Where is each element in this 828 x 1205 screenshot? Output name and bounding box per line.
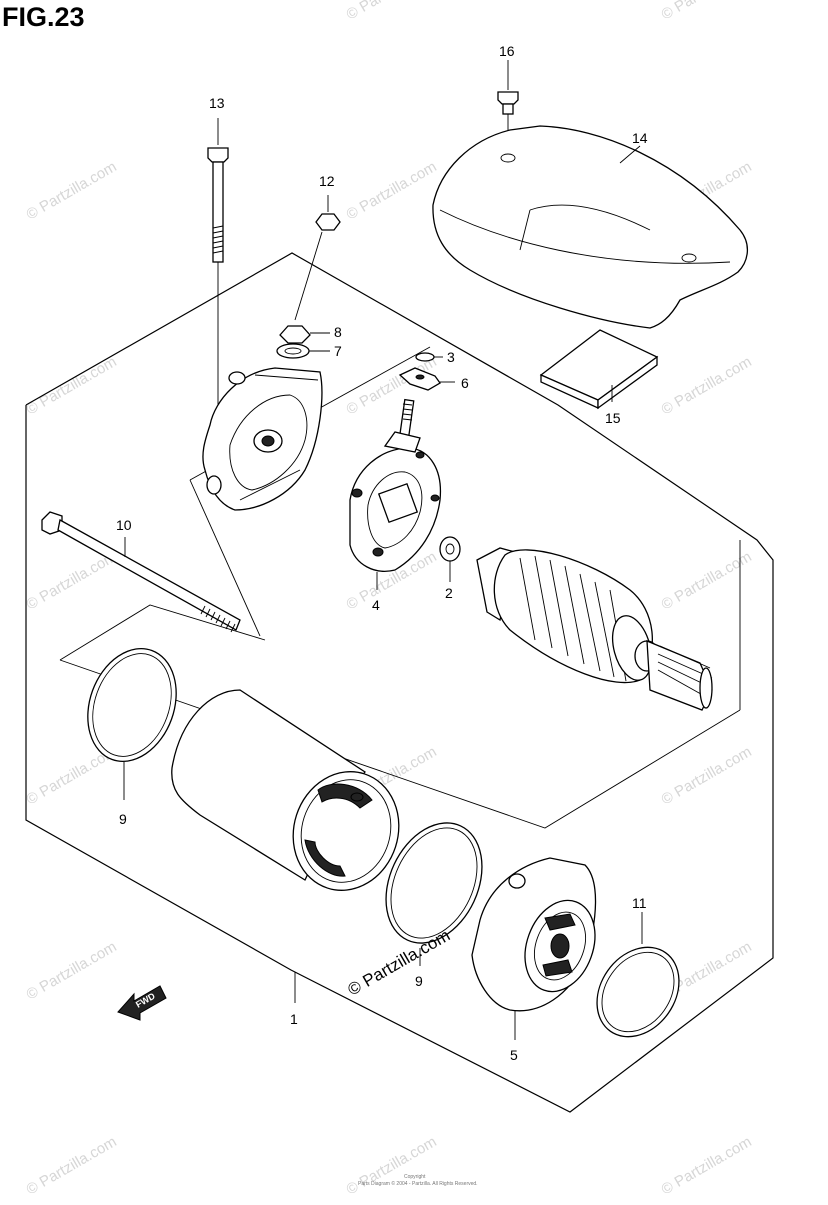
watermark: © Partzilla.com bbox=[24, 158, 120, 223]
callout-7: 7 bbox=[334, 343, 342, 359]
figure-title: FIG.23 bbox=[2, 2, 85, 32]
watermark: © Partzilla.com bbox=[24, 548, 120, 613]
callout-16: 16 bbox=[499, 43, 515, 59]
part-12-nut[interactable] bbox=[294, 195, 341, 321]
part-4-brush-holder[interactable] bbox=[349, 398, 442, 590]
part-9-oring-left[interactable] bbox=[73, 636, 192, 800]
part-15-pad[interactable] bbox=[539, 329, 659, 410]
watermark: © Partzilla.com bbox=[659, 0, 755, 23]
callout-9-center: 9 bbox=[415, 973, 423, 989]
part-6-bracket[interactable] bbox=[398, 367, 455, 391]
part-13-bolt[interactable] bbox=[207, 118, 229, 420]
copyright-line-2: Parts Diagram © 2004 - Partzilla. All Ri… bbox=[358, 1180, 478, 1187]
yoke-housing[interactable] bbox=[171, 689, 414, 904]
callout-14: 14 bbox=[632, 130, 648, 146]
watermark: © Partzilla.com bbox=[24, 1133, 120, 1198]
callout-3: 3 bbox=[447, 349, 455, 365]
watermark: © Partzilla.com bbox=[344, 0, 440, 23]
forward-arrow-icon: FWD bbox=[117, 985, 167, 1021]
callout-11: 11 bbox=[632, 895, 647, 911]
watermark: © Partzilla.com bbox=[344, 158, 440, 223]
watermark: © Partzilla.com bbox=[659, 1133, 755, 1198]
watermark-prominent: © Partzilla.com bbox=[345, 926, 454, 1000]
callout-12: 12 bbox=[319, 173, 335, 189]
watermark: © Partzilla.com bbox=[24, 353, 120, 418]
part-8-nut[interactable] bbox=[279, 325, 330, 344]
callout-4: 4 bbox=[372, 597, 380, 613]
callout-10: 10 bbox=[116, 517, 132, 533]
part-7-washer[interactable] bbox=[276, 343, 330, 359]
part-11-oring[interactable] bbox=[580, 912, 696, 1053]
part-2-washer[interactable] bbox=[439, 536, 461, 582]
callout-labels: 1 2 3 4 5 6 7 8 9 9 10 11 12 13 14 15 16 bbox=[116, 43, 648, 1063]
armature[interactable] bbox=[476, 547, 713, 711]
copyright-line-1: Copyright bbox=[404, 1174, 426, 1180]
callout-15: 15 bbox=[605, 410, 621, 426]
watermark: © Partzilla.com bbox=[659, 353, 755, 418]
watermark: © Partzilla.com bbox=[659, 743, 755, 808]
part-3-oring[interactable] bbox=[415, 352, 443, 362]
callout-9-left: 9 bbox=[119, 811, 127, 827]
callout-5: 5 bbox=[510, 1047, 518, 1063]
callout-2: 2 bbox=[445, 585, 453, 601]
end-cover-housing[interactable] bbox=[202, 367, 323, 511]
part-10-bolt[interactable] bbox=[41, 511, 241, 633]
part-14-cover[interactable] bbox=[432, 125, 748, 329]
callout-6: 6 bbox=[461, 375, 469, 391]
copyright-footer: Copyright Parts Diagram © 2004 - Partzil… bbox=[358, 1174, 478, 1187]
part-5-front-cover[interactable] bbox=[471, 857, 607, 1040]
watermark: © Partzilla.com bbox=[344, 1133, 440, 1198]
callout-1: 1 bbox=[290, 1011, 298, 1027]
callout-13: 13 bbox=[209, 95, 225, 111]
part-9-oring-center[interactable] bbox=[367, 807, 500, 966]
callout-8: 8 bbox=[334, 324, 342, 340]
watermark: © Partzilla.com bbox=[24, 938, 120, 1003]
